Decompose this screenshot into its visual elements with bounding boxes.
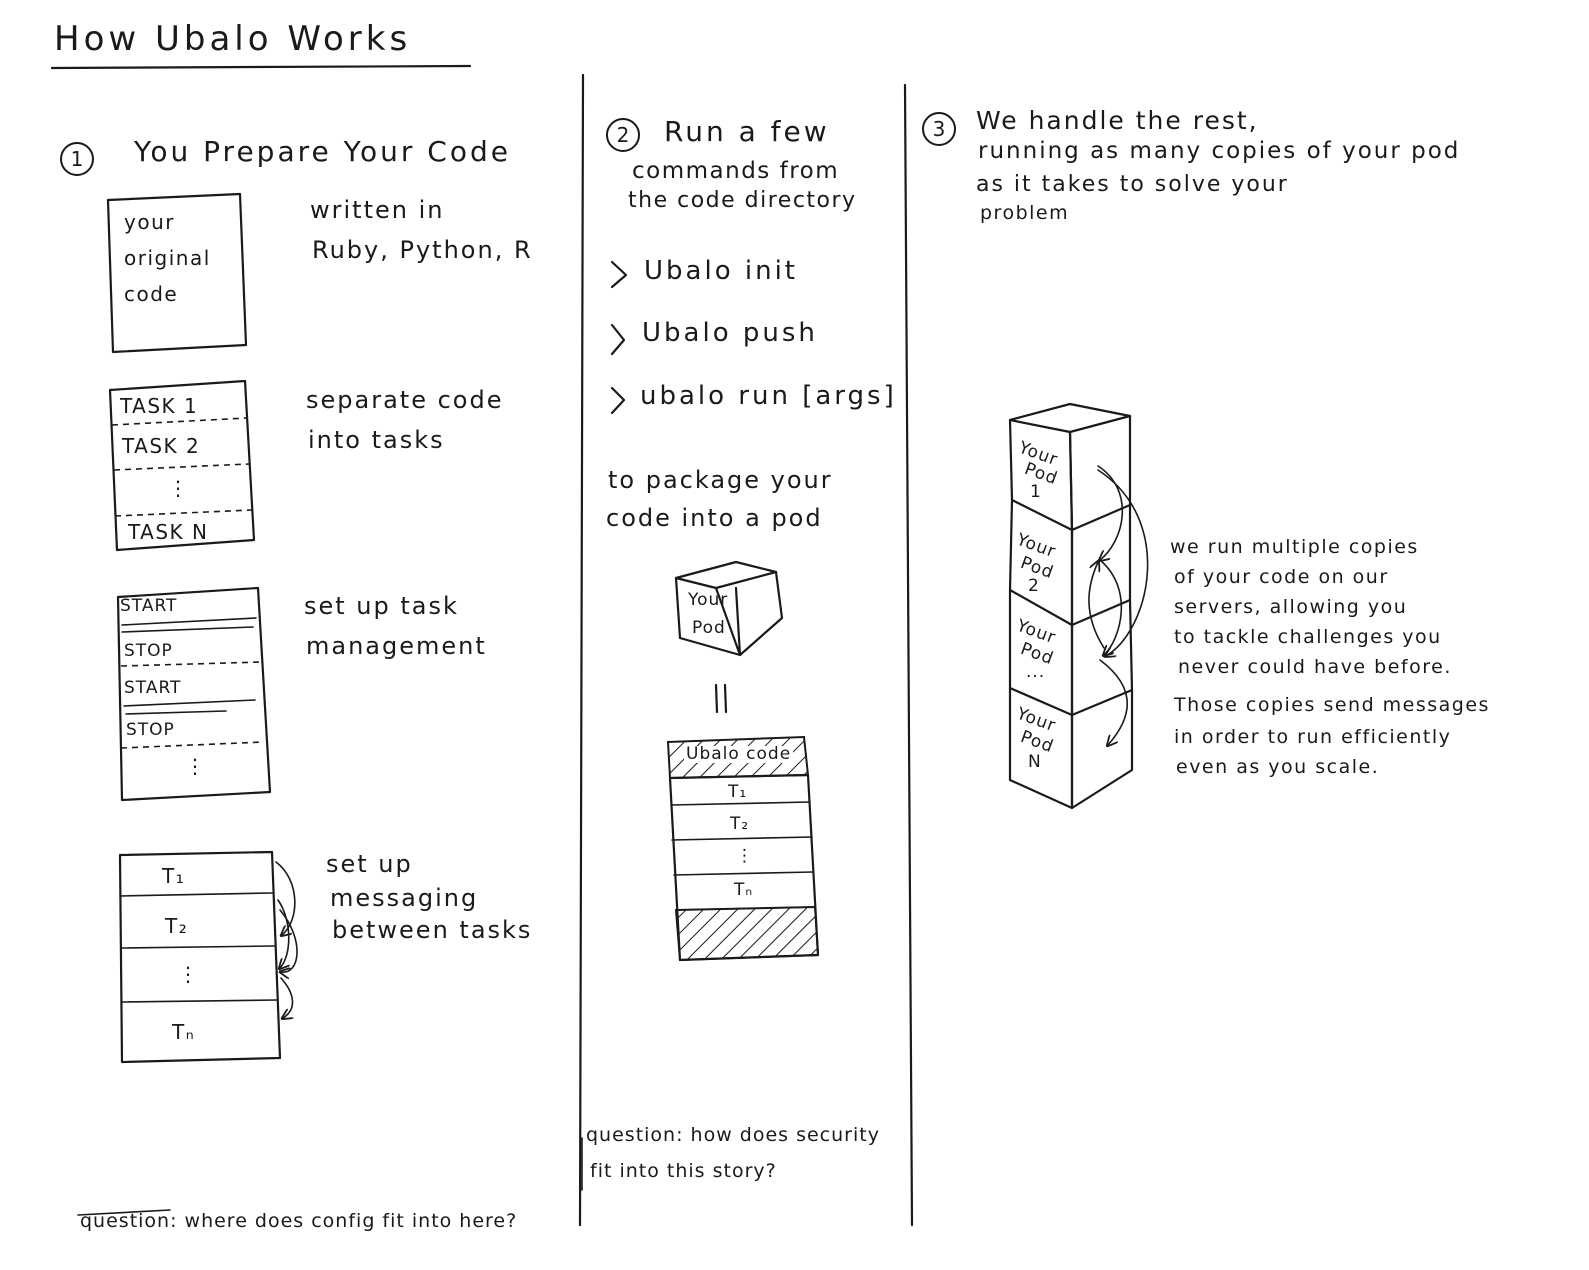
- step-3-heading-line-2: running as many copies of your pod: [978, 138, 1461, 164]
- msg-ellipsis: ⋮: [178, 962, 200, 986]
- task-ellipsis: ⋮: [168, 476, 190, 500]
- stack-t2: T₂: [730, 814, 750, 834]
- step-2-heading-line-3: the code directory: [628, 188, 857, 213]
- mgmt-label-line-2: management: [306, 632, 487, 660]
- step-2-heading-line-2: commands from: [632, 158, 840, 184]
- desc-line-2: of your code on our: [1174, 566, 1389, 588]
- step-1-badge: 1: [60, 142, 94, 176]
- column-divider-2: [903, 83, 914, 1227]
- prompt-chevron-3: [610, 386, 626, 415]
- desc-line-3: servers, allowing you: [1174, 596, 1408, 618]
- desc-line-6: Those copies send messages: [1174, 694, 1490, 716]
- mgmt-ellipsis: ⋮: [185, 754, 207, 778]
- column-divider-1: [578, 73, 585, 1227]
- msg-t2-label: T₂: [165, 914, 189, 938]
- package-line-1: to package your: [608, 466, 833, 494]
- pod-2-label-num: 2: [1028, 576, 1040, 596]
- mgmt-start-1: START: [120, 596, 178, 616]
- step-2-badge: 2: [606, 118, 640, 152]
- page-title: How Ubalo Works: [54, 19, 412, 59]
- original-code-box: [106, 192, 248, 354]
- desc-line-7: in order to run efficiently: [1174, 726, 1452, 748]
- pod-label-line-1: Your: [688, 590, 729, 610]
- msg-label-line-2: messaging: [330, 884, 479, 912]
- msg-label-line-3: between tasks: [332, 916, 533, 944]
- title-underline: [50, 64, 472, 70]
- msg-label-line-1: set up: [326, 850, 413, 878]
- mgmt-stop-2: STOP: [126, 720, 175, 740]
- task-management-box: [116, 586, 272, 802]
- mgmt-start-2: START: [124, 678, 182, 698]
- code-box-line-2: original: [124, 246, 211, 270]
- pod-tower: [1008, 402, 1149, 810]
- msg-tn-label: Tₙ: [172, 1020, 196, 1044]
- prompt-chevron-1: [610, 260, 628, 289]
- separate-line-1: separate code: [306, 386, 504, 414]
- code-box-line-1: your: [124, 210, 175, 234]
- command-push: Ubalo push: [642, 318, 818, 348]
- pod-1-label-num: 1: [1030, 482, 1042, 502]
- mgmt-label-line-1: set up task: [304, 592, 459, 620]
- stack-t1: T₁: [728, 782, 748, 802]
- desc-line-8: even as you scale.: [1176, 756, 1380, 778]
- desc-line-1: we run multiple copies: [1170, 536, 1419, 558]
- step-2-heading-line-1: Run a few: [664, 115, 830, 148]
- step-3-heading-line-3: as it takes to solve your: [976, 172, 1289, 197]
- prompt-chevron-2: [610, 323, 626, 356]
- stack-tn: Tₙ: [734, 880, 754, 900]
- task-1-label: TASK 1: [120, 394, 199, 418]
- task-2-label: TASK 2: [122, 434, 201, 458]
- messaging-box: [118, 850, 298, 1064]
- pod-cube: [674, 560, 784, 657]
- written-in-line-1: written in: [310, 196, 445, 224]
- msg-t1-label: T₁: [162, 864, 186, 888]
- task-box: [108, 379, 256, 552]
- stack-ubalo-code: Ubalo code: [684, 744, 794, 764]
- pod-n-label-num: N: [1028, 752, 1042, 772]
- mgmt-stop-1: STOP: [124, 641, 173, 661]
- stack-ellipsis: ⋮: [736, 846, 754, 866]
- command-run: ubalo run [args]: [640, 381, 897, 411]
- package-line-2: code into a pod: [606, 504, 823, 532]
- desc-line-5: never could have before.: [1178, 656, 1452, 678]
- separate-line-2: into tasks: [308, 426, 445, 454]
- desc-line-4: to tackle challenges you: [1174, 626, 1442, 648]
- written-in-line-2: Ruby, Python, R: [312, 236, 533, 264]
- command-init: Ubalo init: [644, 256, 798, 286]
- step-1-heading: You Prepare Your Code: [134, 135, 511, 168]
- question-security-line-1: question: how does security: [586, 1124, 880, 1146]
- pod-label-line-2: Pod: [692, 618, 726, 638]
- step-3-heading-line-1: We handle the rest,: [976, 106, 1259, 135]
- question-security-line-2: fit into this story?: [590, 1160, 777, 1182]
- question-config: question: where does config fit into her…: [80, 1210, 518, 1232]
- pod-3-label-num: ...: [1026, 662, 1046, 682]
- question1-line: [77, 1209, 171, 1216]
- equals-line-right: [723, 683, 728, 714]
- step-3-badge: 3: [922, 112, 956, 146]
- equals-line-left: [714, 683, 719, 714]
- step-3-heading-line-4: problem: [980, 202, 1070, 224]
- task-n-label: TASK N: [128, 520, 209, 544]
- code-box-line-3: code: [124, 282, 179, 306]
